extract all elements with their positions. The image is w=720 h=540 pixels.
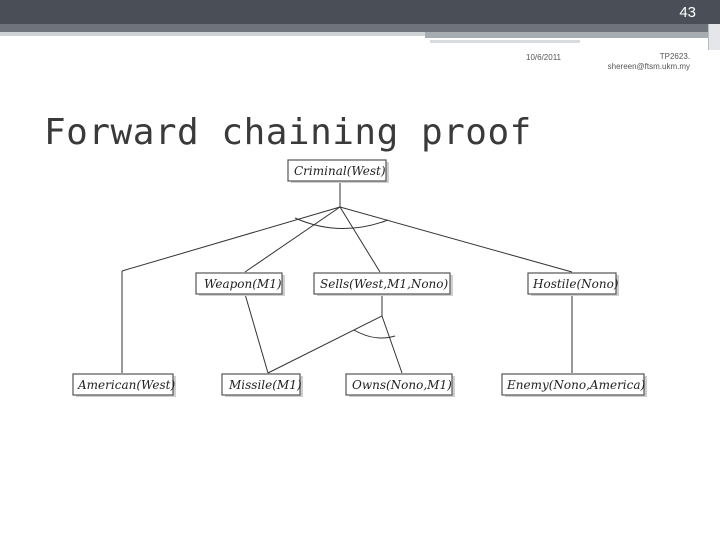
edge-criminal-american — [121, 206, 341, 272]
header-accent-thin — [430, 40, 580, 43]
edge-criminal-hostile — [339, 206, 573, 273]
slide-title: Forward chaining proof — [44, 112, 532, 153]
node-weapon: Weapon(M1) — [195, 272, 285, 296]
node-label: American(West) — [77, 378, 175, 392]
node-label: Sells(West,M1,Nono) — [320, 277, 449, 291]
node-label: Enemy(Nono,America) — [506, 378, 646, 392]
edge-criminal-weapon — [244, 206, 341, 273]
node-label: Weapon(M1) — [204, 277, 282, 291]
node-sells: Sells(West,M1,Nono) — [313, 272, 453, 296]
page-number: 43 — [679, 4, 696, 21]
node-label: Criminal(West) — [294, 164, 386, 178]
conjunction-arc-criminal — [294, 217, 389, 229]
node-label: Owns(Nono,M1) — [352, 378, 452, 392]
header-accent-corner — [708, 24, 720, 50]
course-code: TP2623. — [659, 52, 690, 61]
top-bar-light — [0, 32, 600, 36]
edge-weapon-missile — [244, 293, 269, 374]
course-info: TP2623. shereen@ftsm.ukm.my — [608, 52, 690, 73]
edges-criminal — [121, 183, 573, 373]
node-owns: Owns(Nono,M1) — [345, 373, 455, 397]
top-bar-strip — [0, 24, 720, 32]
author-email: shereen@ftsm.ukm.my — [607, 62, 690, 72]
slide-date: 10/6/2011 — [526, 53, 561, 62]
edges-sells — [267, 294, 403, 374]
node-criminal: Criminal(West) — [287, 159, 389, 183]
node-american: American(West) — [72, 373, 176, 397]
node-label: Missile(M1) — [228, 378, 302, 392]
top-bar — [0, 0, 720, 24]
header-accent — [425, 32, 720, 38]
conjunction-arc-sells — [353, 329, 396, 339]
node-hostile: Hostile(Nono) — [527, 272, 619, 296]
edge-sells-missile — [267, 315, 383, 374]
node-enemy: Enemy(Nono,America) — [501, 373, 647, 397]
node-label: Hostile(Nono) — [532, 277, 619, 291]
node-missile: Missile(M1) — [221, 373, 303, 397]
edge-criminal-sells — [339, 206, 381, 273]
edge-sells-owns — [381, 315, 403, 374]
